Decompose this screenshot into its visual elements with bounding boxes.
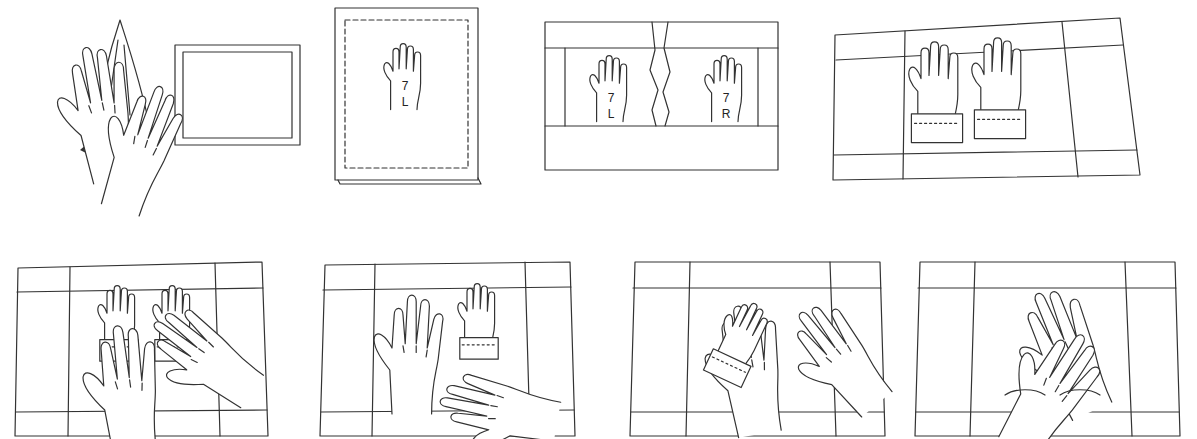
glove-size-mark: 7 <box>608 92 615 104</box>
glove-size-mark: R <box>722 108 731 120</box>
panel-second-glove <box>630 262 901 439</box>
glove-size-mark: L <box>608 108 615 120</box>
panel-gloves-on-field <box>833 18 1140 180</box>
panel-inner-package <box>335 8 481 184</box>
panel-pull-first-glove <box>320 262 575 439</box>
glove-size-mark: 7 <box>402 80 409 92</box>
glove-size-mark: L <box>402 96 409 108</box>
panel-pick-first-glove <box>15 262 270 439</box>
panel-adjust-gloves <box>915 262 1180 439</box>
glove-size-mark: 7 <box>723 92 730 104</box>
panel-package-unfolded <box>545 22 778 170</box>
panel-open-wrapper <box>47 20 300 219</box>
